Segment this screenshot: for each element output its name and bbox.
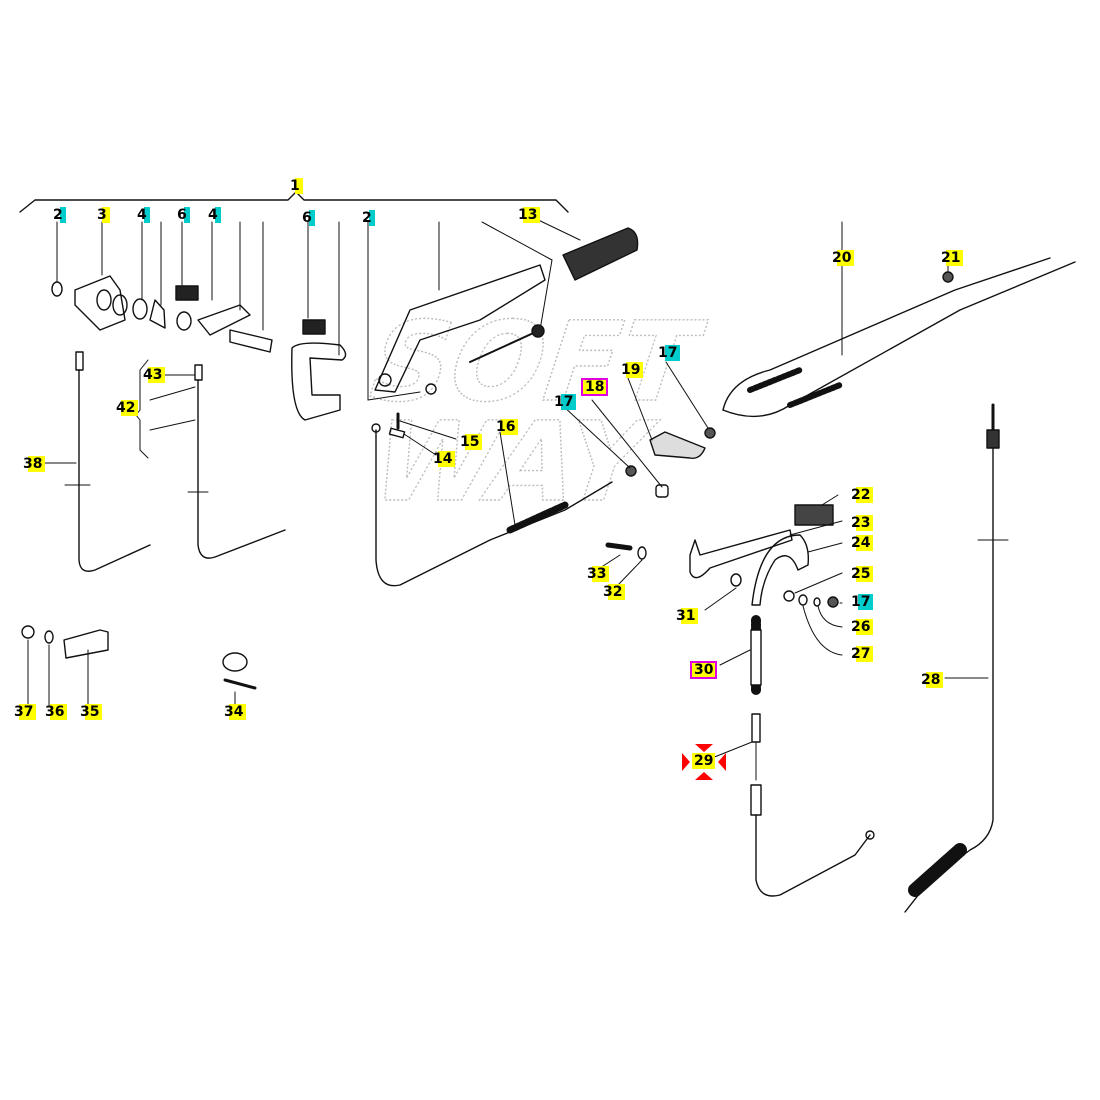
callout-22[interactable]: 22: [851, 487, 874, 503]
callout-29[interactable]: 29: [692, 753, 716, 769]
callout-42[interactable]: 42: [116, 400, 139, 416]
part-sector-19: [649, 431, 706, 459]
part-block-22: [794, 504, 834, 526]
part-clamp-34: [222, 652, 248, 672]
part-nut-17b: [625, 465, 637, 477]
part-nut-17: [704, 427, 716, 439]
callout-19[interactable]: 19: [621, 362, 644, 378]
callout-24[interactable]: 24: [851, 535, 874, 551]
callout-26[interactable]: 26: [851, 619, 874, 635]
callout-32[interactable]: 32: [603, 584, 626, 600]
active-marker-arrows-icon: [682, 744, 726, 780]
watermark-logo: SOFT WAY: [351, 297, 717, 527]
part-c-bracket: [291, 342, 347, 421]
part-cable-42: [135, 359, 286, 559]
callout-21[interactable]: 21: [941, 250, 964, 266]
callout-1[interactable]: 1: [290, 178, 303, 194]
callout-35[interactable]: 35: [80, 704, 103, 720]
part-cable-20: [722, 221, 1076, 418]
part-bushing-18: [655, 484, 669, 498]
callout-29-active-group[interactable]: 29: [682, 744, 726, 780]
part-sector-24: [751, 534, 810, 606]
callout-2[interactable]: 2: [362, 210, 375, 226]
callout-6[interactable]: 6: [177, 207, 190, 223]
part-plate-3: [74, 275, 126, 331]
callout-4[interactable]: 4: [208, 207, 221, 223]
part-washer-2: [51, 281, 63, 297]
callout-34[interactable]: 34: [224, 704, 247, 720]
callout-6[interactable]: 6: [302, 210, 315, 226]
part-handbrake-lever: [374, 264, 546, 393]
leader-lines-top: [56, 215, 581, 401]
part-washer-27: [798, 594, 808, 606]
part-bracket-35: [63, 629, 109, 659]
callout-17[interactable]: 17: [658, 345, 681, 361]
callout-17[interactable]: 17: [851, 594, 874, 610]
callout-28[interactable]: 28: [921, 672, 944, 688]
part-arm-23: [689, 529, 793, 579]
part-washer-32: [637, 546, 647, 560]
callout-17[interactable]: 17: [554, 394, 577, 410]
part-nut-17c: [827, 596, 839, 608]
part-bolt-33: [605, 542, 633, 551]
callout-30-selected[interactable]: 30: [689, 661, 718, 679]
part-bushing-25: [783, 590, 795, 602]
part-washer-26: [813, 597, 821, 607]
callout-20[interactable]: 20: [832, 250, 855, 266]
callout-23[interactable]: 23: [851, 515, 874, 531]
callout-43[interactable]: 43: [143, 367, 166, 383]
part-washer-36: [44, 630, 54, 644]
callout-16[interactable]: 16: [496, 419, 519, 435]
part-grip-13: [562, 227, 639, 281]
callout-18-selected[interactable]: 18: [580, 378, 609, 396]
part-cable-28: [904, 403, 1009, 913]
part-block-6b: [302, 319, 326, 335]
watermark-line2: WAY: [354, 398, 668, 527]
callout-13[interactable]: 13: [518, 207, 541, 223]
part-cable-38: [44, 351, 151, 572]
callout-3[interactable]: 3: [97, 207, 110, 223]
callout-14[interactable]: 14: [433, 451, 456, 467]
part-nut-21: [942, 271, 954, 283]
callout-33[interactable]: 33: [587, 566, 610, 582]
callout-36[interactable]: 36: [45, 704, 68, 720]
callout-4[interactable]: 4: [137, 207, 150, 223]
part-bolt-37: [21, 625, 35, 639]
part-block-6a: [175, 285, 199, 301]
callout-27[interactable]: 27: [851, 646, 874, 662]
watermark-line1: SOFT: [351, 298, 716, 427]
part-pin-lever: [197, 304, 251, 336]
part-cable-16: [371, 423, 613, 587]
callout-15[interactable]: 15: [460, 434, 483, 450]
callout-31[interactable]: 31: [676, 608, 699, 624]
callout-2[interactable]: 2: [53, 207, 66, 223]
callout-38[interactable]: 38: [23, 456, 46, 472]
part-pin-14: [388, 427, 406, 439]
callout-37[interactable]: 37: [14, 704, 37, 720]
part-cable-29: [711, 713, 875, 897]
callout-25[interactable]: 25: [851, 566, 874, 582]
part-washer-31: [730, 573, 742, 587]
